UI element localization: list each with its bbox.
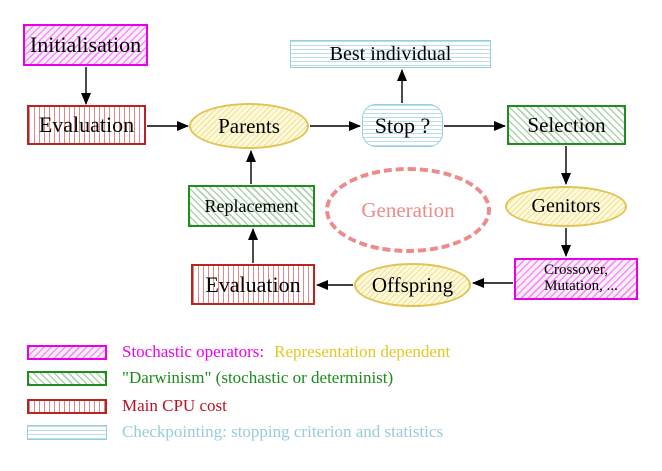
node-parents: Parents bbox=[189, 103, 309, 149]
node-evaluation-bottom-label: Evaluation bbox=[205, 271, 301, 297]
node-replacement-label: Replacement bbox=[204, 195, 299, 216]
legend-row-main-cpu-cost: Main CPU cost bbox=[27, 396, 227, 415]
node-crossover-line1: Crossover, bbox=[544, 262, 608, 279]
node-selection: Selection bbox=[507, 105, 626, 145]
node-stop: Stop ? bbox=[362, 104, 443, 147]
node-replacement: Replacement bbox=[188, 185, 315, 227]
node-best-individual-label: Best individual bbox=[329, 42, 452, 65]
node-initialisation-label: Initialisation bbox=[29, 32, 142, 58]
node-genitors-label: Genitors bbox=[531, 195, 601, 217]
legend-text-checkpointing: Checkpointing: stopping criterion and st… bbox=[122, 422, 444, 441]
legend-swatch-green-hatch bbox=[27, 370, 107, 386]
node-evaluation-bottom: Evaluation bbox=[191, 264, 315, 305]
node-generation-cycle: Generation bbox=[325, 167, 491, 253]
node-stop-label: Stop ? bbox=[374, 112, 431, 138]
node-evaluation-top-label: Evaluation bbox=[38, 112, 135, 138]
legend-text-stochastic-operators: Stochastic operators: bbox=[122, 342, 265, 361]
legend-row-darwinism: "Darwinism" (stochastic or determinist) bbox=[27, 368, 394, 387]
node-offspring: Offspring bbox=[354, 263, 471, 307]
legend-text-main-cpu-cost: Main CPU cost bbox=[122, 396, 227, 415]
node-evaluation-top: Evaluation bbox=[27, 105, 146, 145]
node-crossover-line2: Mutation, ... bbox=[544, 278, 618, 294]
legend-row-stochastic-operators: Stochastic operators: Representation dep… bbox=[27, 342, 451, 361]
legend-swatch-cyan-stripes bbox=[27, 424, 107, 440]
node-offspring-label: Offspring bbox=[371, 272, 454, 297]
legend-text-darwinism: "Darwinism" (stochastic or determinist) bbox=[122, 368, 394, 387]
legend-text-representation-dependent: Representation dependent bbox=[274, 342, 451, 361]
node-parents-label: Parents bbox=[218, 113, 280, 138]
node-initialisation: Initialisation bbox=[23, 24, 148, 66]
legend-swatch-red-stripes bbox=[27, 398, 107, 414]
node-crossover-mutation: Crossover, Mutation, ... bbox=[514, 258, 638, 300]
node-genitors: Genitors bbox=[505, 186, 627, 227]
legend-swatch-magenta-hatch bbox=[27, 344, 107, 360]
node-selection-label: Selection bbox=[527, 112, 606, 137]
node-generation-label: Generation bbox=[361, 197, 455, 222]
node-best-individual: Best individual bbox=[290, 40, 491, 68]
legend-row-checkpointing: Checkpointing: stopping criterion and st… bbox=[27, 422, 444, 441]
